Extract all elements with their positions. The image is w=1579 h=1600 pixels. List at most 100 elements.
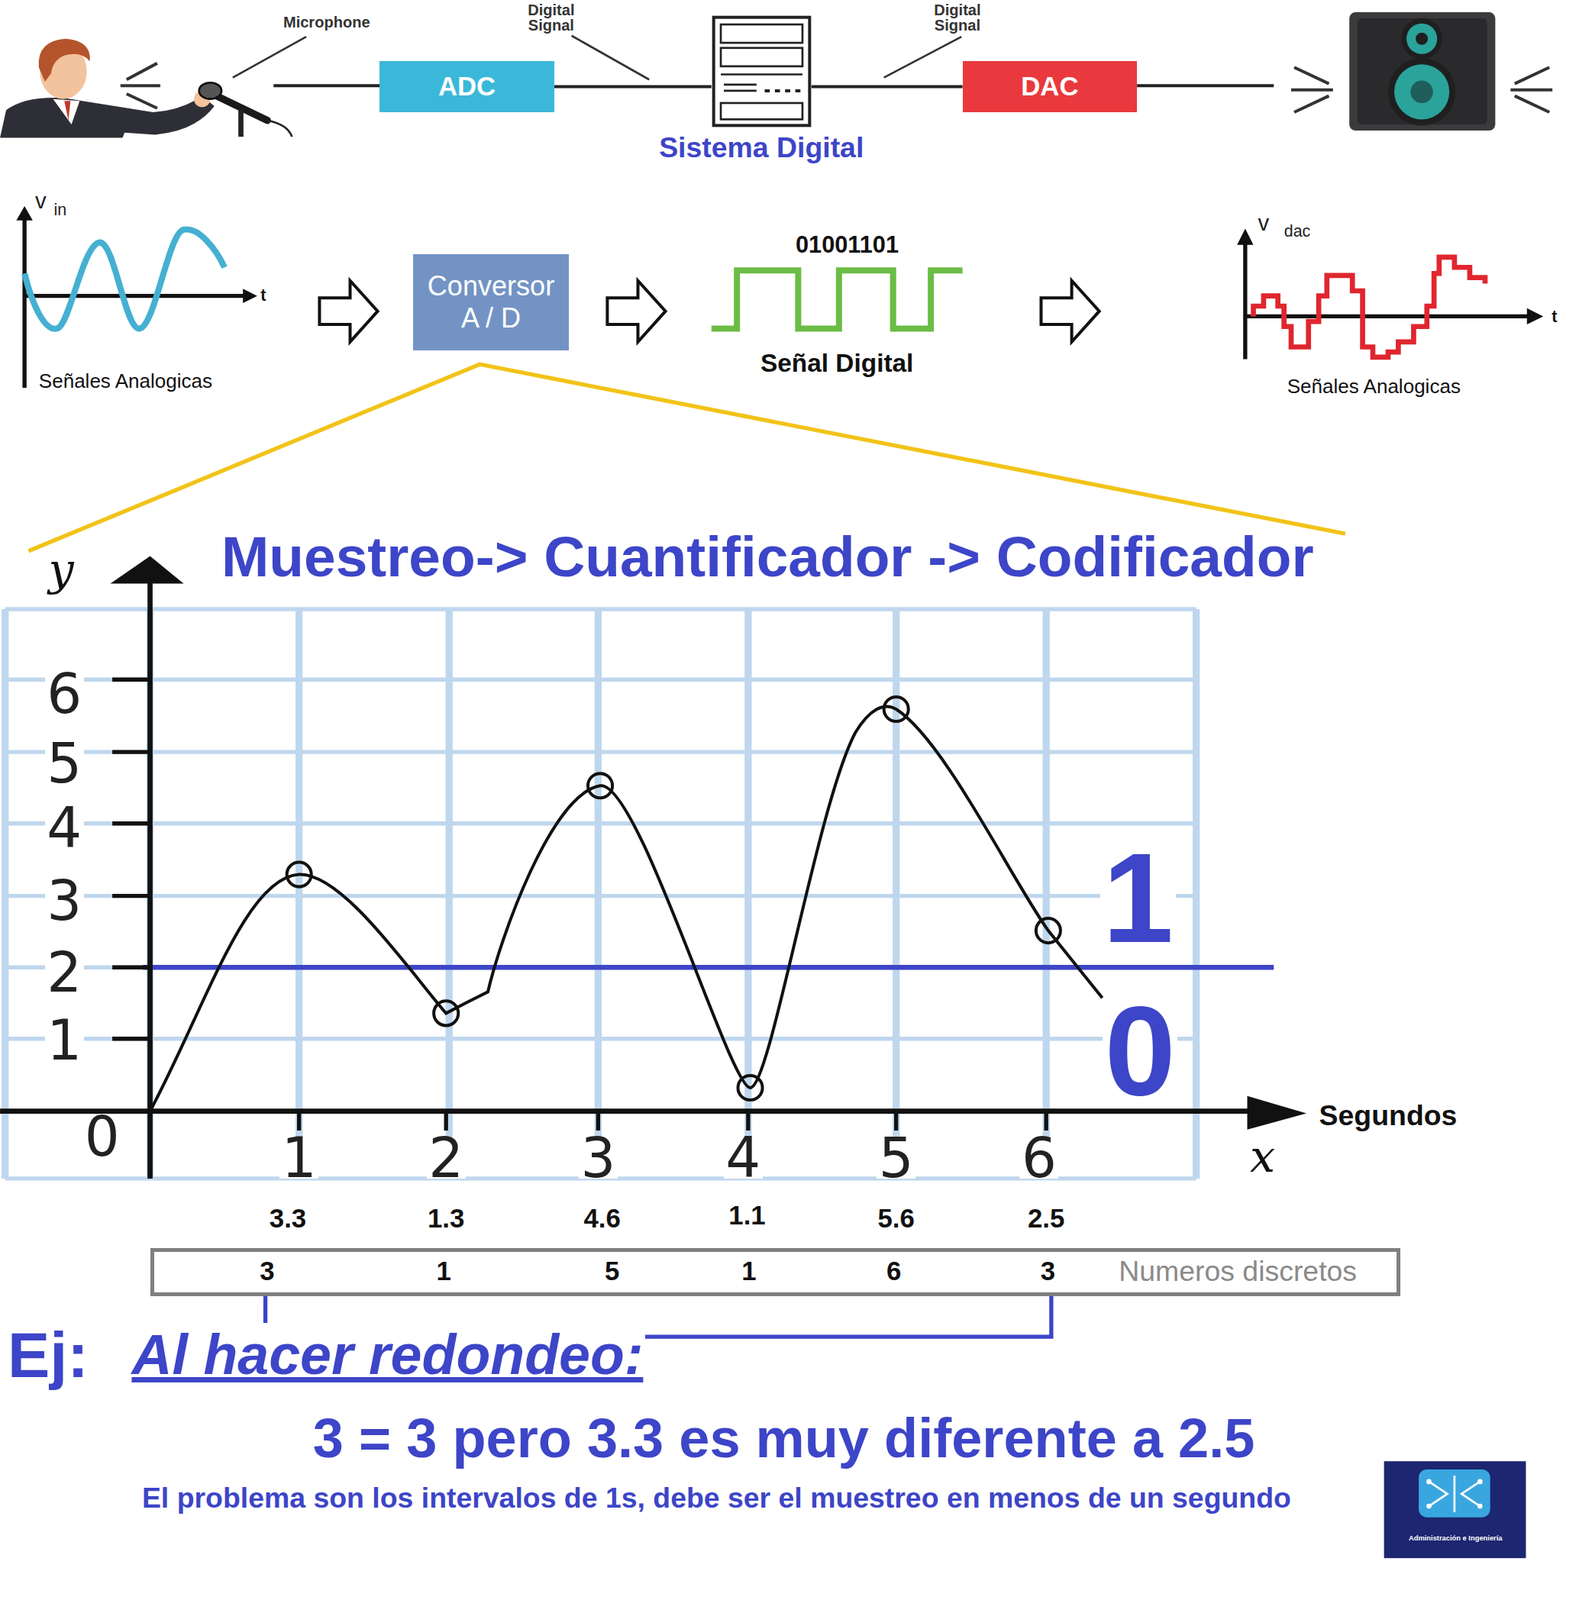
tick-label: 5 xyxy=(876,1137,916,1179)
person-hair xyxy=(38,38,91,82)
vent-lines xyxy=(723,84,757,91)
sample-point xyxy=(884,697,909,722)
sample-value: 3.3 xyxy=(269,1204,307,1235)
sound-waves xyxy=(1291,67,1334,113)
person-shirt xyxy=(53,99,81,125)
bit-string: 01001101 xyxy=(795,231,899,259)
microphone xyxy=(199,82,293,137)
tick-label: 6 xyxy=(1019,1137,1059,1179)
x-axis xyxy=(0,1108,1252,1115)
status-dots xyxy=(764,89,801,93)
device-label: Microphone xyxy=(283,13,371,32)
tick-label: 2 xyxy=(45,952,84,994)
person-body xyxy=(0,96,215,139)
plot-axes xyxy=(24,218,246,388)
grid-horizontal xyxy=(5,609,1197,1179)
tick-label: 1 xyxy=(279,1137,319,1179)
sound-waves xyxy=(1510,67,1553,113)
example-statement: 3 = 3 pero 3.3 es muy diferente a 2.5 xyxy=(313,1407,1256,1471)
logic-level: 1 xyxy=(1100,850,1176,947)
discrete-values-box: 3 1 5 1 6 3 Numeros discretos xyxy=(150,1248,1402,1297)
example-heading: Al hacer redondeo: xyxy=(129,1323,646,1389)
logo-text: Administración e Ingeniería xyxy=(1408,1534,1503,1544)
tick-label: 0 xyxy=(82,1116,122,1158)
axis-subscript: dac xyxy=(1284,222,1311,242)
speaker-cabinet xyxy=(1349,12,1496,131)
sample-point xyxy=(433,1001,459,1026)
note: El problema son los intervalos de 1s, de… xyxy=(142,1482,1292,1515)
flow-arrow xyxy=(319,280,378,343)
mic-head xyxy=(199,82,222,99)
logo-dot xyxy=(1477,1479,1483,1486)
threshold-line xyxy=(142,965,1274,971)
logo-dot xyxy=(1426,1504,1432,1510)
discrete-value: 6 xyxy=(886,1256,901,1288)
flow-arrow xyxy=(1041,280,1100,343)
logo-circuit xyxy=(1428,1475,1480,1513)
discrete-value: 1 xyxy=(741,1256,756,1288)
tick-label: 2 xyxy=(426,1137,466,1179)
signal-wire xyxy=(811,85,963,89)
mic-cable xyxy=(267,120,292,137)
signal-label: Digital Signal xyxy=(920,2,995,33)
speaker-person xyxy=(0,38,215,139)
converter-box: Conversor A / D xyxy=(413,254,569,351)
discrete-value: 3 xyxy=(1040,1256,1056,1288)
axis-subscript: in xyxy=(54,200,68,220)
sound-waves xyxy=(120,63,161,109)
axis-name: x xyxy=(1249,1130,1276,1183)
computer-icon xyxy=(711,15,812,128)
y-axis xyxy=(147,577,153,1179)
tick-label: 6 xyxy=(45,673,84,715)
tick-label: 4 xyxy=(45,807,84,850)
example-tag: Ej: xyxy=(7,1319,89,1392)
digital-system: Sistema Digital xyxy=(711,15,812,128)
tick-label: 5 xyxy=(45,742,84,785)
x-arrowhead xyxy=(1247,1096,1308,1131)
sampling-chart xyxy=(0,556,1307,1179)
sample-point xyxy=(287,862,312,888)
dac-box: DAC xyxy=(962,61,1138,113)
signal-caption: Señal Digital xyxy=(760,348,914,378)
case-line xyxy=(720,73,803,76)
axis-label: t xyxy=(260,286,266,306)
tweeter xyxy=(1401,18,1442,59)
signal-wire xyxy=(554,85,712,89)
discrete-value: 1 xyxy=(435,1256,451,1288)
signal-caption: Señales Analogicas xyxy=(38,370,213,394)
sampled-signal xyxy=(150,707,1103,1112)
logic-level: 0 xyxy=(1102,1003,1178,1099)
sample-value: 5.6 xyxy=(878,1204,915,1235)
tick-label: 4 xyxy=(723,1137,763,1179)
discrete-value: 5 xyxy=(604,1256,620,1288)
signal-caption: Señales Analogicas xyxy=(1287,375,1461,399)
sample-point xyxy=(737,1075,763,1101)
discrete-value: 3 xyxy=(259,1256,275,1288)
system-heading: Sistema Digital xyxy=(658,131,864,165)
logo-dot xyxy=(1477,1504,1483,1510)
box-text: Conversor A / D xyxy=(419,270,562,334)
sample-value: 2.5 xyxy=(1027,1204,1065,1235)
signal-label: Digital Signal xyxy=(514,2,588,33)
computer-case xyxy=(713,17,810,126)
tick-label: 3 xyxy=(578,1137,618,1179)
logo-chip xyxy=(1418,1469,1491,1518)
diagram-title: Muestreo-> Cuantificador -> Codificador xyxy=(221,528,1315,586)
logo-ground xyxy=(1384,1461,1527,1559)
box-text: ADC xyxy=(438,71,496,103)
mic-stand xyxy=(238,109,244,137)
discrete-value: Numeros discretos xyxy=(1118,1255,1357,1289)
digital-wave xyxy=(711,270,963,329)
tick-label: 3 xyxy=(45,880,84,922)
analog-output-plot xyxy=(1236,228,1544,359)
sample-points xyxy=(287,697,1061,1101)
analog-wave xyxy=(24,229,225,329)
leader-line xyxy=(232,35,962,80)
tweeter xyxy=(1415,32,1428,46)
woofer xyxy=(1388,58,1456,126)
tick-marks xyxy=(112,679,1047,1131)
zoom-callout xyxy=(28,364,1345,552)
logo xyxy=(1384,1461,1527,1559)
axis-unit: Segundos xyxy=(1319,1099,1458,1133)
axis-label: v xyxy=(35,187,47,214)
